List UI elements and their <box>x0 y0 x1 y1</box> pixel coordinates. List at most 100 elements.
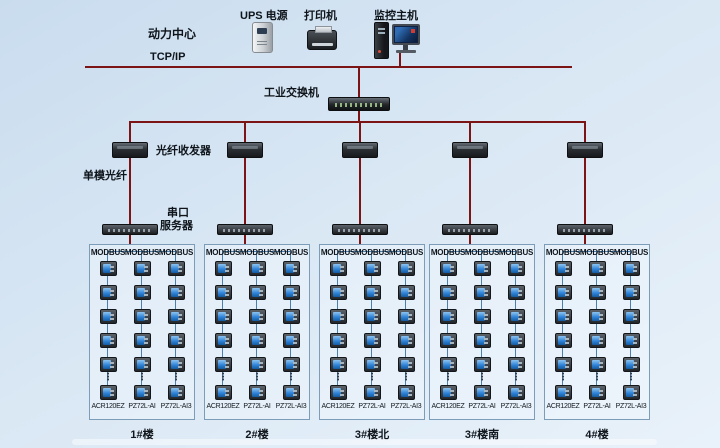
building-group-5: MODBUS⋮ACR120EZ MODBUS⋮PZ72L-AI MODBUS⋮P… <box>544 120 650 441</box>
fiber-transceiver-icon <box>112 142 148 158</box>
power-meter-icon <box>363 333 381 348</box>
panel-bus-line <box>338 251 406 252</box>
meter-screen <box>102 360 111 369</box>
power-meter-icon <box>397 285 415 300</box>
meter-screen <box>557 360 566 369</box>
meter-screen <box>400 336 409 345</box>
meter-screen <box>510 336 519 345</box>
meter-stack <box>99 385 117 400</box>
power-meter-icon <box>329 309 347 324</box>
continuation-dots: ⋮ <box>592 372 602 383</box>
meter-screen <box>285 264 294 273</box>
meter-stack <box>214 261 232 372</box>
meter-stack <box>167 261 185 372</box>
serial-server-icon <box>102 224 158 235</box>
meter-stack <box>439 261 457 372</box>
meter-model-label: PZ72L-AI <box>128 403 156 410</box>
serial-server-icon <box>442 224 498 235</box>
power-meter-icon <box>99 261 117 276</box>
site-label: 动力中心 <box>148 27 197 41</box>
power-meter-icon <box>248 333 266 348</box>
meter-column: MODBUS⋮PZ72L-AI <box>465 245 500 419</box>
power-meter-icon <box>507 261 525 276</box>
meter-model-label: PZ72L-AI <box>583 403 611 410</box>
meter-screen <box>557 336 566 345</box>
meter-stack <box>329 385 347 400</box>
meter-screen <box>400 288 409 297</box>
meter-stack <box>588 385 606 400</box>
building-label: 3#楼北 <box>354 429 390 441</box>
meter-screen <box>366 288 375 297</box>
meter-column: MODBUS⋮ACR120EZ <box>90 245 126 419</box>
power-meter-icon <box>588 309 606 324</box>
meter-stack <box>397 385 415 400</box>
distribution-bus-line <box>129 121 586 123</box>
power-meter-icon <box>363 385 381 400</box>
meter-column: MODBUS⋮ACR120EZ <box>206 245 241 419</box>
modbus-protocol-label: MODBUS <box>158 248 194 257</box>
meter-screen <box>510 388 519 397</box>
switch-label: 工业交换机 <box>264 87 319 99</box>
meter-screen <box>591 388 600 397</box>
fiber-drop-line <box>244 121 246 142</box>
power-meter-icon <box>473 285 491 300</box>
tcpip-label: TCP/IP <box>150 51 186 63</box>
meter-screen <box>251 312 260 321</box>
power-meter-icon <box>214 309 232 324</box>
power-meter-icon <box>554 357 572 372</box>
meter-screen <box>366 264 375 273</box>
power-meter-icon <box>133 357 151 372</box>
meter-screen <box>625 288 634 297</box>
power-meter-icon <box>214 261 232 276</box>
meter-screen <box>251 388 260 397</box>
meter-model-label: ACR120EZ <box>321 403 355 410</box>
power-meter-icon <box>329 385 347 400</box>
continuation-dots: ⋮ <box>171 372 181 383</box>
meter-column: MODBUS⋮ACR120EZ <box>546 245 581 419</box>
power-meter-icon <box>167 309 185 324</box>
switch-downlink-line <box>358 111 360 121</box>
meter-screen <box>510 360 519 369</box>
power-meter-icon <box>439 309 457 324</box>
meter-screen <box>136 360 145 369</box>
fiber-drop-line <box>469 121 471 142</box>
meter-screen <box>625 336 634 345</box>
serial-server-icon <box>557 224 613 235</box>
meter-screen <box>442 360 451 369</box>
meter-screen <box>251 288 260 297</box>
power-meter-icon <box>439 261 457 276</box>
meter-model-label: PZ72L-AI3 <box>275 403 307 410</box>
meter-screen <box>332 336 341 345</box>
meter-stack <box>622 261 640 372</box>
power-meter-icon <box>439 385 457 400</box>
power-meter-icon <box>397 261 415 276</box>
power-meter-icon <box>622 309 640 324</box>
modbus-protocol-label: MODBUS <box>90 248 126 257</box>
power-meter-icon <box>214 285 232 300</box>
meter-stack <box>507 385 525 400</box>
building-label: 3#楼南 <box>464 429 500 441</box>
meter-screen <box>400 360 409 369</box>
meter-screen <box>170 264 179 273</box>
power-meter-icon <box>622 333 640 348</box>
meter-stack <box>329 261 347 372</box>
power-meter-icon <box>329 357 347 372</box>
meter-screen <box>251 264 260 273</box>
building-group-3: MODBUS⋮ACR120EZ MODBUS⋮PZ72L-AI MODBUS⋮P… <box>319 120 425 441</box>
meter-screen <box>217 388 226 397</box>
continuation-dots: ⋮ <box>477 372 487 383</box>
meter-screen <box>136 312 145 321</box>
meter-screen <box>442 264 451 273</box>
meter-stack <box>133 261 151 372</box>
meter-screen <box>591 360 600 369</box>
building-group-1: MODBUS⋮ACR120EZ MODBUS⋮PZ72L-AI MODBUS⋮P… <box>89 120 195 441</box>
ups-icon <box>252 22 273 53</box>
meter-screen <box>442 312 451 321</box>
power-meter-icon <box>99 333 117 348</box>
meter-screen <box>625 388 634 397</box>
meter-column: MODBUS⋮ACR120EZ <box>321 245 356 419</box>
meter-screen <box>102 312 111 321</box>
power-meter-icon <box>99 385 117 400</box>
modbus-protocol-label: MODBUS <box>124 248 160 257</box>
panel-bus-line <box>108 251 176 252</box>
